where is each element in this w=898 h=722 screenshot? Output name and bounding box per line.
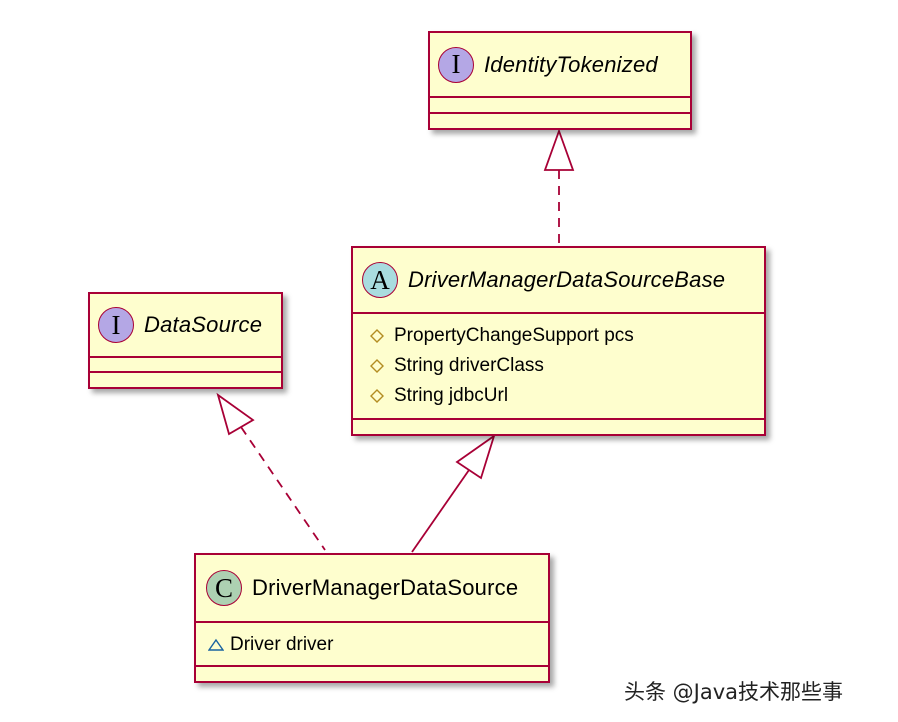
interface-stereotype-icon: I (98, 307, 134, 343)
generalization-arrowhead-base (455, 433, 496, 480)
realization-arrowhead-identity (543, 128, 575, 171)
class-name: IdentityTokenized (484, 51, 658, 77)
protected-visibility-icon (367, 389, 387, 403)
realization-arrowhead-datasource (216, 392, 255, 436)
attribute-text: String jdbcUrl (394, 385, 509, 406)
class-driver-manager-datasource-base[interactable]: A DriverManagerDataSourceBase PropertyCh… (351, 246, 766, 436)
class-driver-manager-datasource[interactable]: C DriverManagerDataSource Driver driver (194, 553, 550, 683)
attributes-section: PropertyChangeSupport pcs String driverC… (353, 312, 764, 418)
methods-section (430, 112, 690, 128)
attribute-text: Driver driver (230, 634, 334, 655)
attribute-row: String jdbcUrl (367, 381, 764, 411)
methods-section (90, 371, 281, 387)
methods-section (196, 665, 548, 681)
attribute-text: String driverClass (394, 355, 544, 376)
attribute-text: PropertyChangeSupport pcs (394, 325, 634, 346)
attribute-row: Driver driver (206, 630, 548, 660)
class-name: DriverManagerDataSource (252, 575, 519, 600)
watermark-text: 头条 @Java技术那些事 (624, 680, 844, 704)
attribute-row: PropertyChangeSupport pcs (367, 321, 764, 351)
attributes-section (430, 96, 690, 112)
realization-edge-dm-to-datasource (240, 426, 326, 551)
class-identity-tokenized[interactable]: I IdentityTokenized (428, 31, 692, 130)
attribute-row: String driverClass (367, 351, 764, 381)
methods-section (353, 418, 764, 434)
attributes-section: Driver driver (196, 621, 548, 665)
class-name: DataSource (144, 312, 263, 337)
package-visibility-icon (206, 638, 226, 652)
attributes-section (90, 356, 281, 371)
abstract-stereotype-icon: A (362, 262, 398, 298)
class-stereotype-icon: C (206, 570, 242, 606)
protected-visibility-icon (367, 329, 387, 343)
class-datasource[interactable]: I DataSource (88, 292, 283, 389)
class-name: DriverManagerDataSourceBase (408, 267, 726, 292)
protected-visibility-icon (367, 359, 387, 373)
generalization-edge-dm-to-base (411, 469, 470, 553)
interface-stereotype-icon: I (438, 46, 474, 83)
